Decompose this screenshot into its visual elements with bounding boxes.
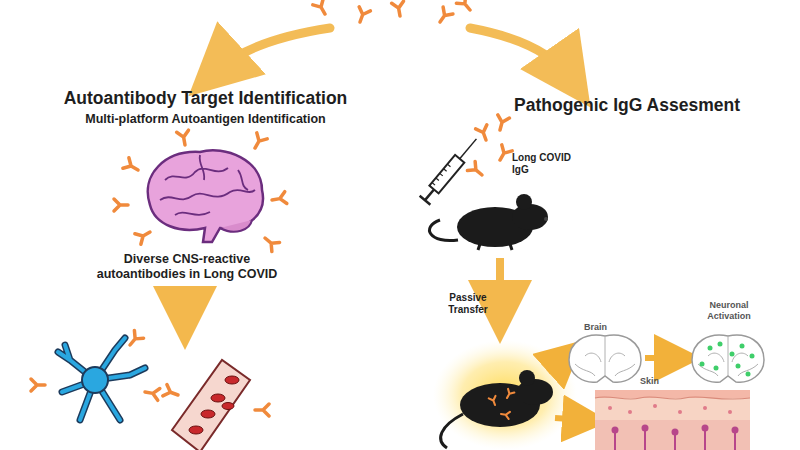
antibody — [177, 130, 191, 146]
antibody — [261, 233, 279, 251]
down-arrow — [496, 258, 504, 312]
mouse-illustration — [430, 194, 548, 250]
tissue-label: Brain — [584, 322, 624, 333]
antibody — [467, 161, 485, 179]
antibody — [476, 125, 492, 142]
section-subheading: Multi-platform Autoantigen Identificatio… — [28, 112, 383, 127]
step-label: Passive Transfer — [440, 292, 496, 316]
tissue-label: Skin — [640, 376, 680, 387]
sample-label: Long COVID IgG — [512, 152, 578, 176]
antibody — [494, 115, 509, 132]
antibody — [354, 7, 370, 24]
antibody — [392, 1, 406, 17]
antibody — [123, 158, 141, 175]
antibody — [313, 0, 330, 17]
antibody — [135, 227, 153, 244]
arrow — [645, 355, 678, 361]
antibody — [456, 0, 474, 14]
brain-illustration — [114, 130, 287, 251]
antibody — [114, 199, 128, 211]
branch-arrow — [470, 28, 570, 78]
antibody — [31, 379, 45, 391]
antibody — [489, 396, 499, 406]
brain-slice-activated — [692, 335, 764, 382]
result-label: Neuronal Activation — [693, 300, 765, 322]
glow — [433, 340, 577, 450]
arrow — [548, 356, 566, 372]
antibody — [144, 386, 160, 400]
top-antibodies — [313, 0, 475, 25]
down-arrow — [181, 292, 189, 318]
antibody — [500, 410, 510, 419]
antibody — [271, 192, 287, 206]
vessel-illustration — [163, 360, 269, 450]
antibody — [250, 133, 267, 151]
skin-illustration — [595, 390, 750, 450]
antibody — [495, 145, 512, 163]
mouse-illustration — [441, 370, 553, 448]
branch-arrow — [215, 28, 330, 72]
neuron-illustration — [31, 330, 160, 420]
section-heading: Pathogenic IgG Assesment — [462, 95, 792, 116]
finding-text: Diverse CNS-reactive autoantibodies in L… — [92, 252, 282, 282]
antibody — [255, 404, 269, 416]
antibody — [504, 389, 514, 400]
antibody — [125, 330, 143, 348]
arrow — [555, 418, 586, 420]
section-heading: Autoantibody Target Identification — [28, 88, 383, 109]
brain-slice — [569, 335, 641, 382]
antibody — [163, 385, 180, 401]
antibody — [435, 7, 453, 25]
